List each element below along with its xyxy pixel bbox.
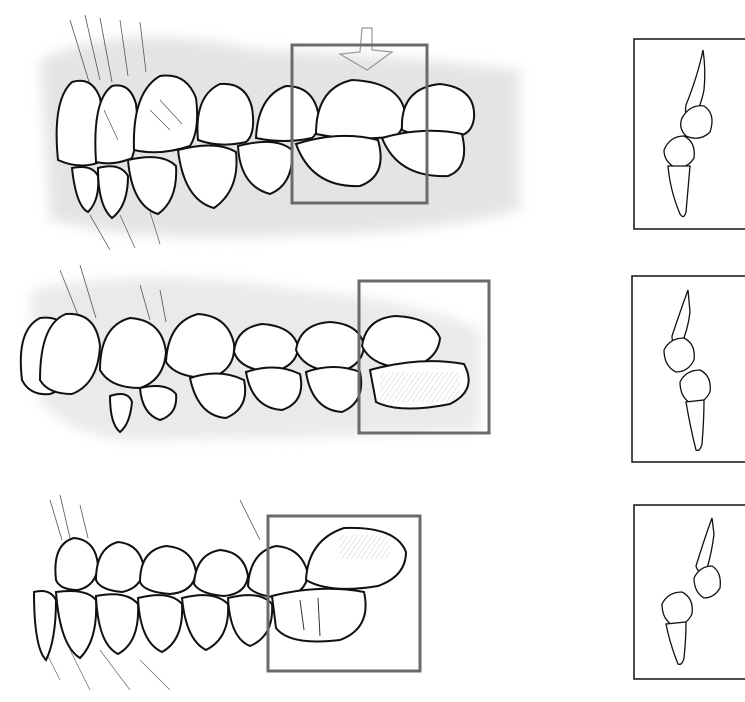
dentition-drawing-3 — [34, 495, 420, 690]
dentition-drawing-2 — [21, 265, 489, 440]
tooth-pair-inset-1 — [634, 39, 745, 229]
lower-tooth — [138, 595, 182, 652]
upper-tooth — [234, 324, 298, 372]
upper-tooth-body — [664, 338, 694, 372]
upper-tooth — [194, 550, 248, 596]
lower-tooth — [228, 595, 272, 646]
upper-tooth — [140, 546, 196, 594]
tooth-pair-inset-3 — [634, 505, 745, 679]
dentition-drawing-1 — [40, 15, 520, 250]
tooth-pair-inset-2 — [632, 276, 745, 462]
upper-tooth — [55, 538, 98, 590]
lower-tooth — [56, 591, 96, 658]
lower-tooth — [96, 594, 138, 654]
upper-tooth — [96, 542, 144, 592]
lower-tooth — [34, 591, 56, 660]
lower-tooth-body — [680, 370, 710, 404]
lower-tooth-body — [662, 592, 692, 626]
lower-tooth — [182, 595, 228, 650]
